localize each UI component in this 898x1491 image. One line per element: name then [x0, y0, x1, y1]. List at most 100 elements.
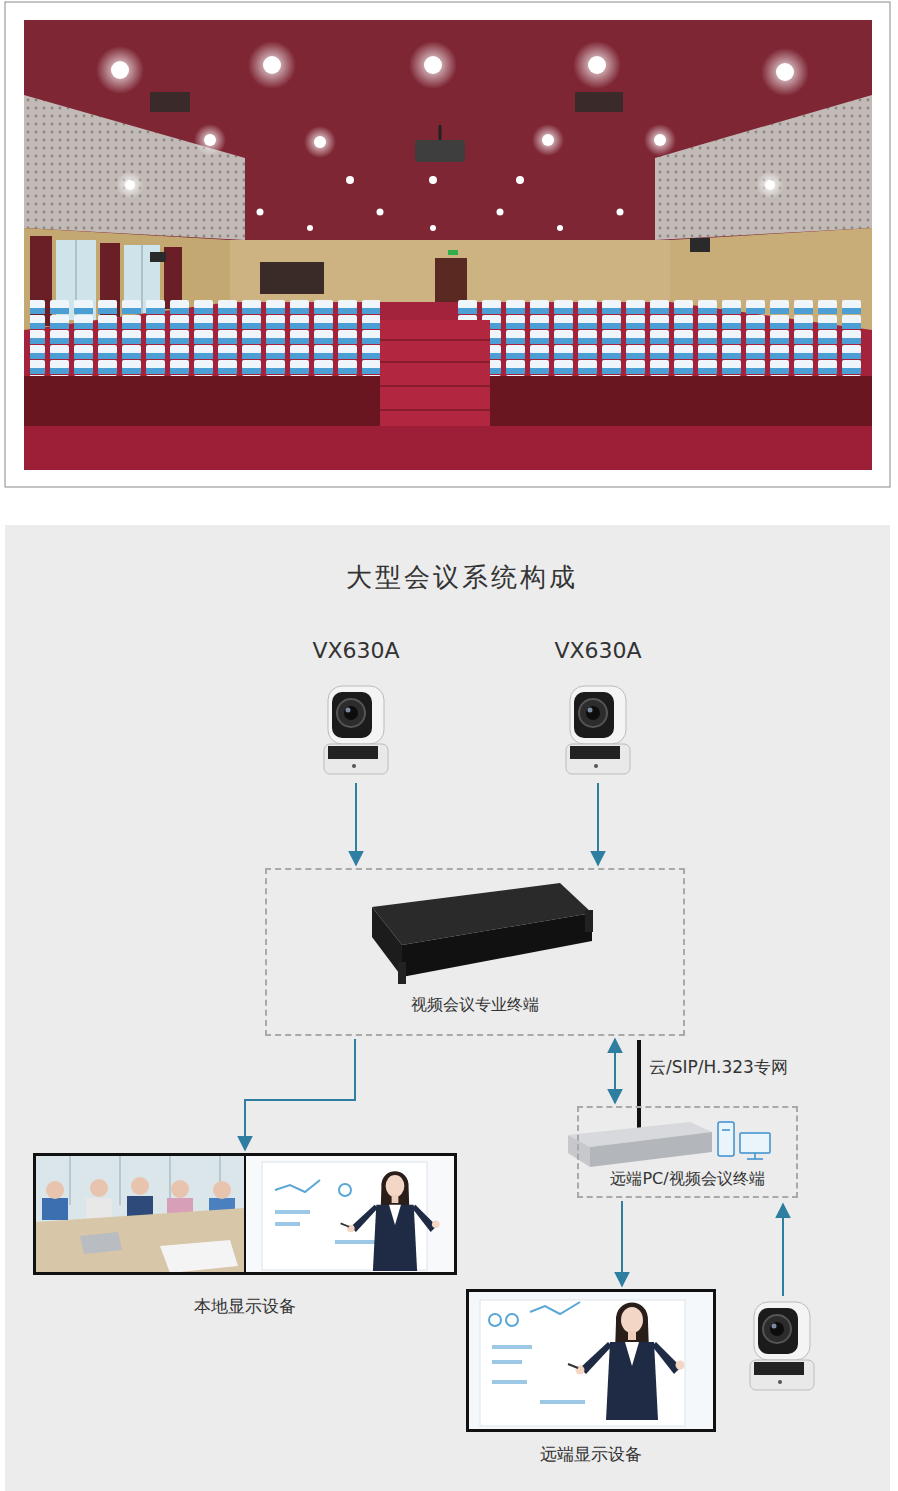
auditorium-photo — [164, 247, 182, 309]
local-display-picture — [339, 1184, 351, 1196]
auditorium-photo — [458, 300, 862, 376]
auditorium-photo — [776, 63, 794, 81]
auditorium-photo — [150, 252, 166, 262]
pc-icon — [718, 1122, 770, 1159]
diagram-title: 大型会议系统构成 — [212, 560, 712, 595]
camera-figure — [566, 686, 630, 774]
auditorium-photo — [5, 2, 890, 487]
auditorium-photo — [617, 209, 624, 216]
local-display-picture — [275, 1210, 310, 1214]
auditorium-photo — [409, 41, 457, 89]
auditorium-photo — [307, 225, 313, 231]
local-display-picture — [42, 1198, 68, 1220]
local-display-picture — [119, 1156, 121, 1205]
router-device — [637, 1040, 641, 1132]
auditorium-photo — [532, 124, 564, 156]
auditorium-photo — [415, 140, 465, 162]
terminal-device — [585, 910, 593, 932]
remote-display: 远端显示设备 — [466, 1289, 716, 1432]
auditorium-photo — [150, 92, 190, 112]
camera-link — [782, 1204, 784, 1296]
auditorium-photo — [439, 125, 442, 140]
connector-arrow — [245, 1039, 355, 1150]
terminal-device — [372, 907, 402, 977]
auditorium-photo — [24, 300, 872, 470]
camera-node: VX630A — [542, 638, 654, 780]
auditorium-photo — [497, 209, 504, 216]
local-display-picture — [341, 1171, 440, 1271]
local-display-picture — [244, 1156, 246, 1273]
local-display-picture — [36, 1156, 455, 1273]
remote-display-picture — [492, 1380, 527, 1384]
remote-display-picture — [492, 1360, 522, 1364]
remote-display-picture — [469, 1292, 713, 1429]
local-display-picture — [86, 1198, 112, 1220]
auditorium-photo — [557, 225, 563, 231]
auditorium-photo — [644, 124, 676, 156]
local-display-picture — [36, 1208, 245, 1273]
camera-figure — [750, 1302, 814, 1390]
router-device — [568, 1135, 590, 1167]
pc-icon — [718, 1122, 734, 1156]
auditorium-photo — [490, 376, 872, 426]
auditorium-photo — [116, 171, 144, 199]
auditorium-photo — [125, 180, 135, 190]
local-display-picture — [169, 1156, 171, 1205]
local-display-picture — [160, 1240, 238, 1273]
remote-display-picture — [469, 1292, 713, 1429]
terminal-device — [372, 883, 593, 984]
auditorium-photo — [111, 61, 129, 79]
connector-arrow — [614, 1039, 616, 1103]
local-display-picture — [36, 1156, 245, 1273]
auditorium-photo — [263, 56, 281, 74]
local-display-picture — [90, 1179, 108, 1197]
remote-display-picture — [568, 1303, 685, 1421]
auditorium-photo — [304, 126, 336, 158]
node-label: VX630A — [312, 638, 399, 664]
auditorium-photo — [430, 225, 436, 231]
node-label: 远端PC/视频会议终端 — [610, 1169, 764, 1188]
auditorium-photo — [573, 41, 621, 89]
auditorium-photo — [377, 209, 384, 216]
auditorium-photo — [24, 426, 872, 470]
auditorium-photo — [756, 171, 784, 199]
auditorium-photo — [380, 320, 490, 426]
pc-icon — [747, 1158, 763, 1160]
auditorium-photo — [380, 409, 490, 411]
remote-display-picture — [492, 1345, 532, 1349]
camera-figure — [324, 686, 814, 1390]
auditorium-photo — [24, 20, 872, 470]
pc-icon — [722, 1129, 730, 1131]
auditorium-photo — [248, 41, 296, 89]
remote-terminal-box: 远端PC/视频会议终端 — [577, 1106, 798, 1198]
auditorium-photo — [690, 238, 710, 252]
local-display-picture — [131, 1177, 149, 1195]
auditorium-photo — [194, 124, 226, 156]
router-device — [590, 1132, 712, 1167]
auditorium-photo — [96, 41, 809, 199]
local-display-picture — [275, 1222, 300, 1226]
auditorium-photo — [542, 134, 554, 146]
auditorium-photo — [314, 136, 326, 148]
auditorium-photo — [380, 361, 490, 363]
local-display-picture — [275, 1180, 320, 1192]
auditorium-photo — [96, 46, 144, 94]
auditorium-photo — [380, 339, 490, 341]
auditorium-photo — [24, 376, 380, 426]
local-display-picture — [171, 1180, 189, 1198]
auditorium-photo — [30, 300, 380, 376]
remote-display-picture — [480, 1300, 685, 1426]
auditorium-photo — [429, 176, 437, 184]
remote-display-picture — [489, 1314, 501, 1326]
auditorium-photo — [257, 209, 264, 216]
remote-display-picture — [540, 1400, 585, 1404]
node-label: 本地显示设备 — [194, 1296, 296, 1316]
local-display-picture — [213, 1181, 231, 1199]
auditorium-photo — [230, 240, 670, 302]
node-label: 远端显示设备 — [540, 1444, 642, 1464]
auditorium-photo — [380, 385, 490, 387]
terminal-box: 视频会议专业终端 — [265, 868, 685, 1036]
camera-node: VX630A — [300, 638, 412, 780]
